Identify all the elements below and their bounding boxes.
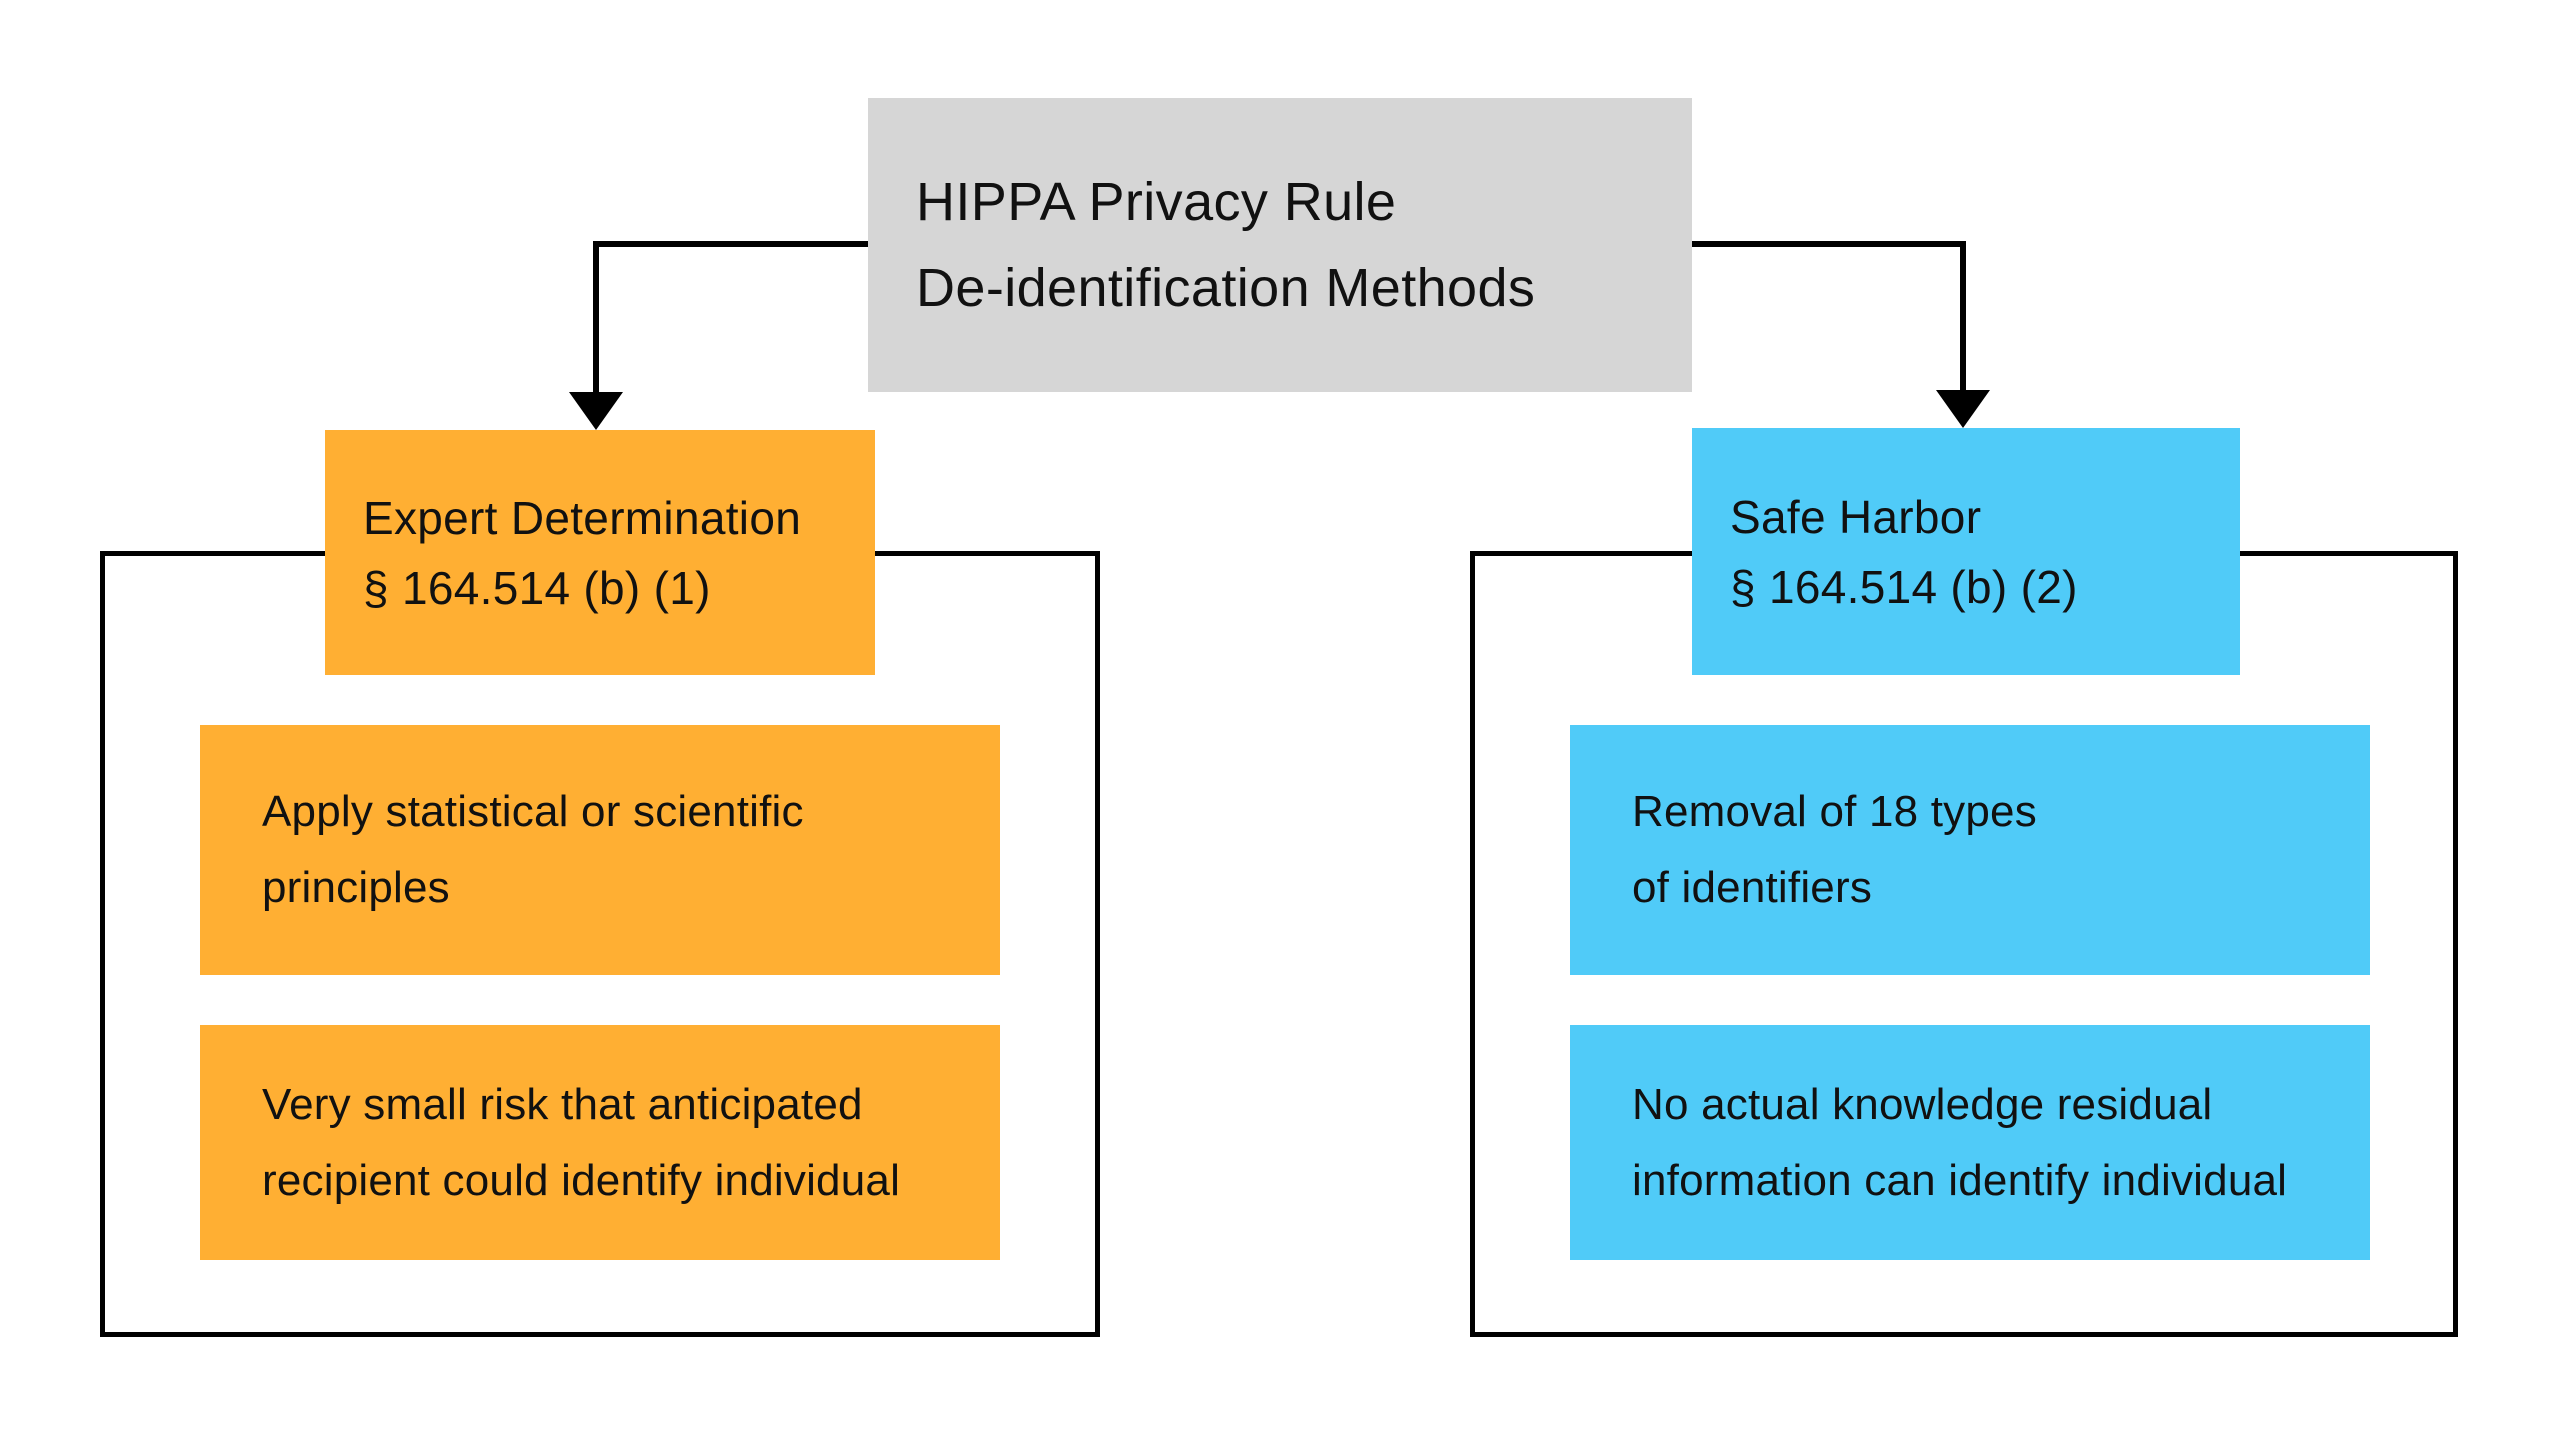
expert-detail-2-line-2: recipient could identify individual [262, 1155, 901, 1205]
node-expert-detail-2[interactable]: Very small risk that anticipated recipie… [200, 1025, 1000, 1260]
safe-harbor-detail-1-line-2: of identifiers [1632, 863, 1873, 912]
safe-harbor-detail-1-line-1: Removal of 18 types [1632, 787, 2037, 836]
expert-header-citation: § 164.514 (b) (1) [363, 561, 711, 614]
node-expert-determination-header[interactable]: Expert Determination § 164.514 (b) (1) [325, 430, 875, 675]
safe-harbor-header-citation: § 164.514 (b) (2) [1730, 560, 2078, 613]
root-node-hippa-privacy-rule[interactable]: HIPPA Privacy Rule De-identification Met… [868, 98, 1692, 392]
safe-harbor-detail-2-line-2: information can identify individual [1632, 1155, 2288, 1205]
expert-detail-2-line-1: Very small risk that anticipated [262, 1079, 863, 1129]
node-safe-harbor-detail-2[interactable]: No actual knowledge residual information… [1570, 1025, 2370, 1260]
node-safe-harbor-header[interactable]: Safe Harbor § 164.514 (b) (2) [1692, 428, 2240, 675]
node-expert-detail-1[interactable]: Apply statistical or scientific principl… [200, 725, 1000, 975]
connector-root-to-safe-harbor [1692, 241, 1966, 406]
expert-detail-1-line-1: Apply statistical or scientific [262, 787, 804, 836]
connector-root-to-expert [593, 241, 868, 408]
arrow-down-icon-safe-harbor [1936, 390, 1990, 428]
root-node-line-1: HIPPA Privacy Rule [916, 172, 1397, 232]
root-node-line-2: De-identification Methods [916, 258, 1536, 318]
node-safe-harbor-detail-1[interactable]: Removal of 18 types of identifiers [1570, 725, 2370, 975]
expert-header-title: Expert Determination [363, 491, 802, 544]
safe-harbor-header-title: Safe Harbor [1730, 490, 1982, 543]
arrow-down-icon-expert [569, 392, 623, 430]
safe-harbor-detail-2-line-1: No actual knowledge residual [1632, 1079, 2213, 1129]
expert-detail-1-line-2: principles [262, 863, 450, 912]
